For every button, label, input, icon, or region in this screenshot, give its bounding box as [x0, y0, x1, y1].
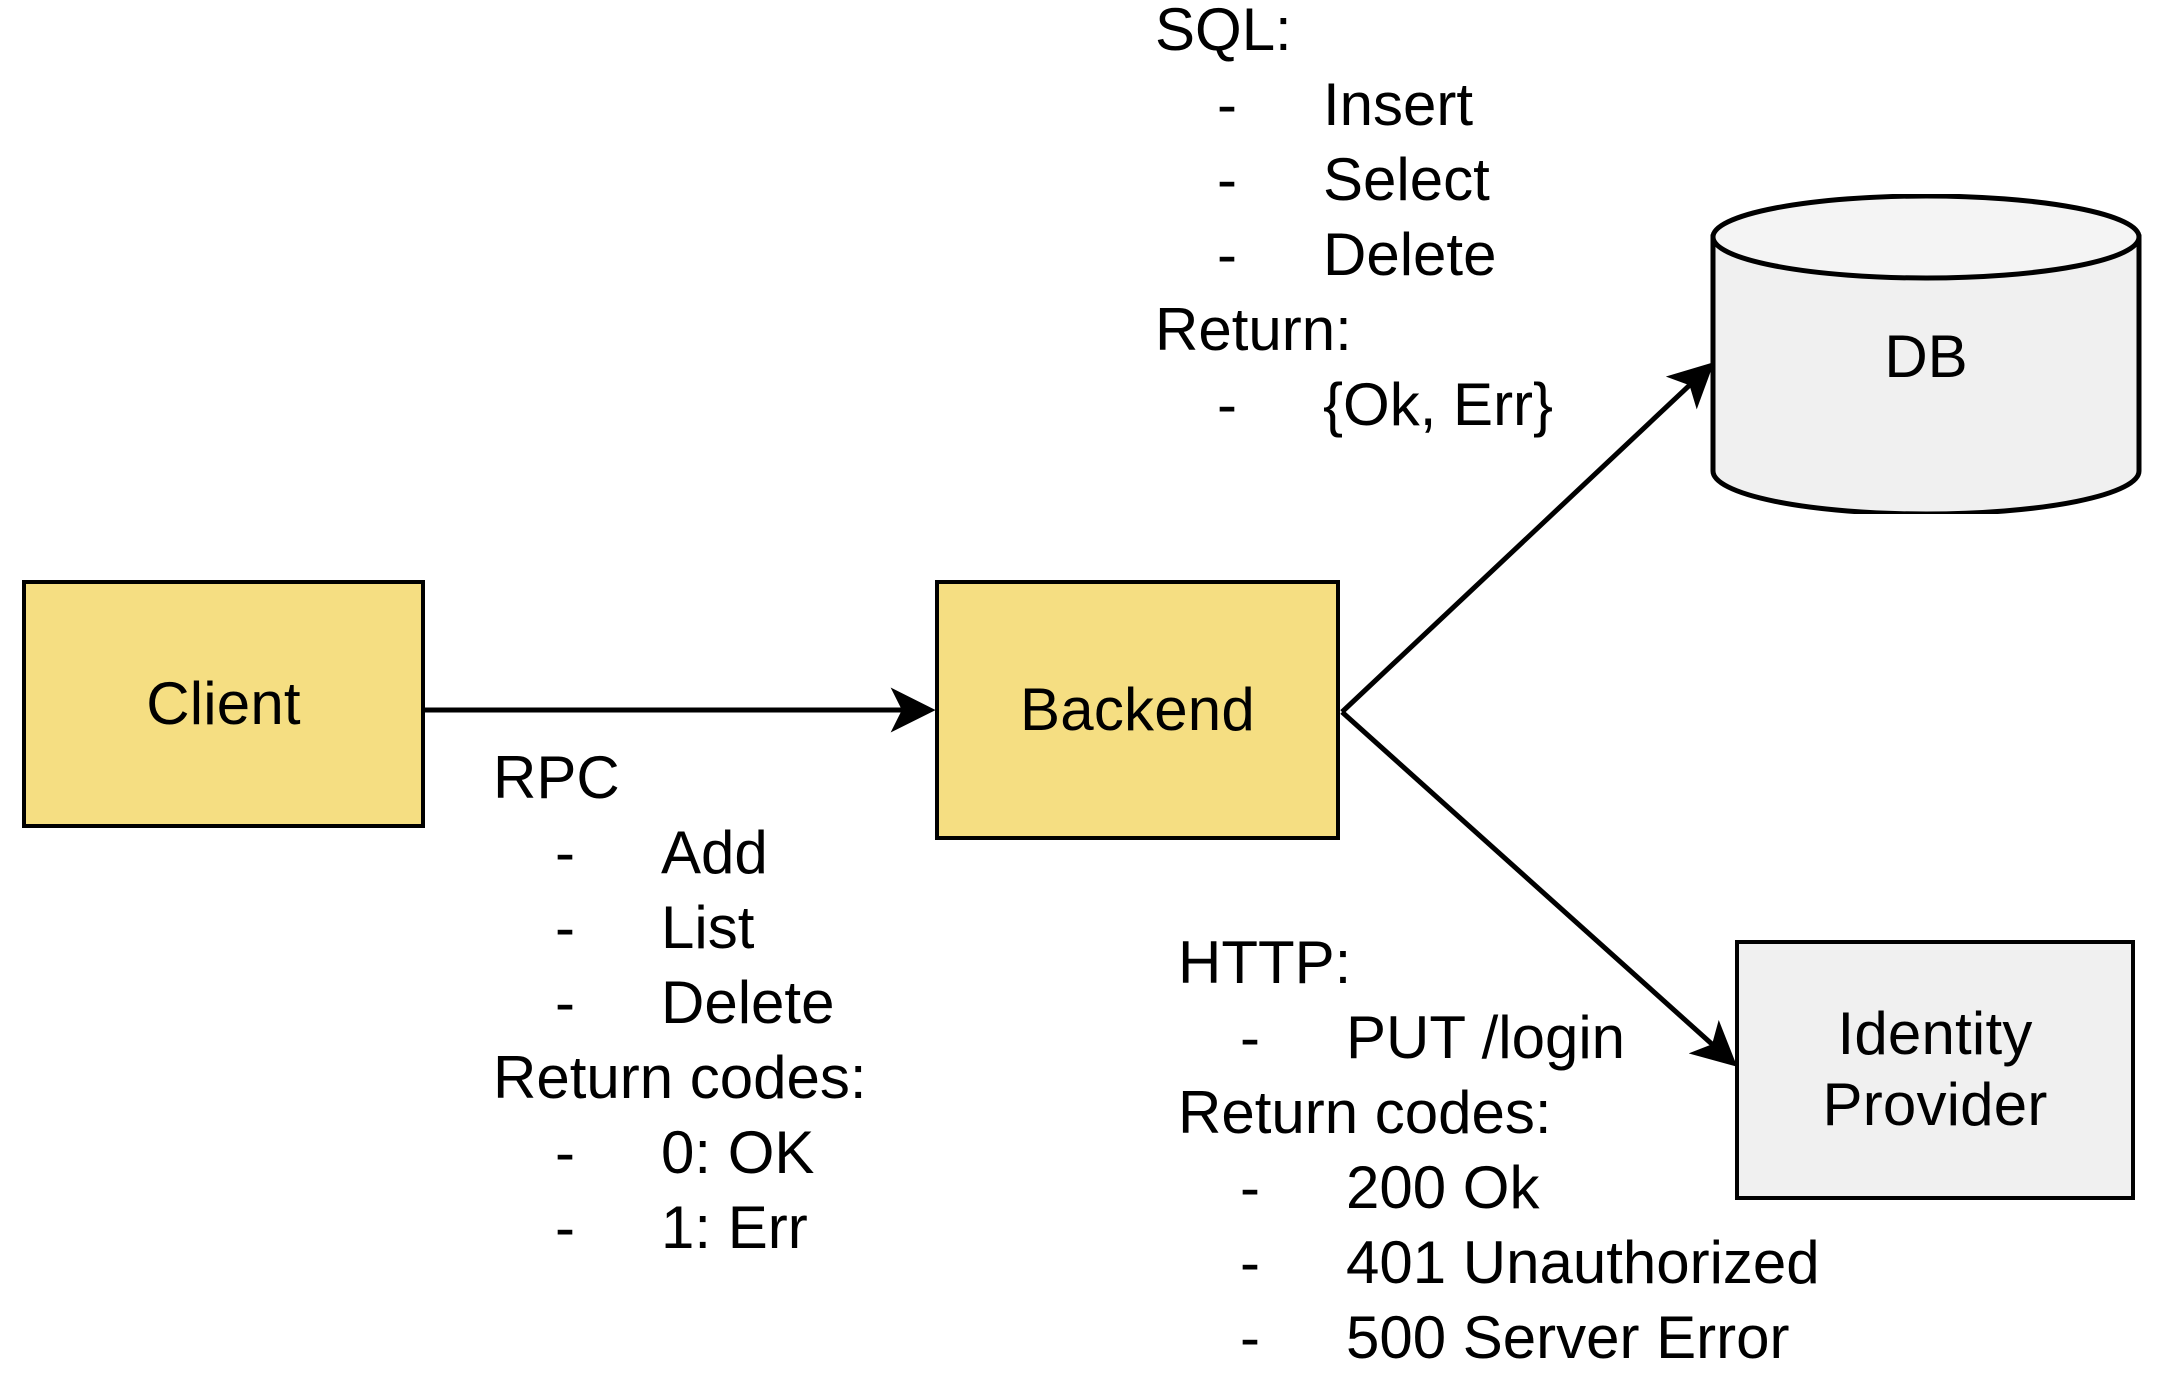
annotation-rpc-heading: RPC: [493, 744, 620, 811]
annotation-http-return-0: - 200 Ok: [1178, 1150, 1552, 1225]
annotation-http: HTTP: - PUT /login Return codes: - 200 O…: [1178, 925, 1820, 1375]
annotation-http-return-1-label: 401 Unauthorized: [1346, 1229, 1820, 1296]
annotation-rpc-return-0-label: 0: OK: [661, 1119, 815, 1186]
annotation-sql-method-1: - Select: [1155, 142, 1490, 217]
bullet-dash-icon: -: [555, 1119, 575, 1186]
annotation-rpc-method-1: - List: [493, 890, 867, 965]
node-client-label: Client: [146, 669, 301, 737]
node-identity-provider-label-line1: Identity: [1837, 1000, 2033, 1068]
node-identity-provider[interactable]: Identity Provider: [1735, 940, 2135, 1200]
bullet-dash-icon: -: [555, 969, 575, 1036]
annotation-rpc-returns-heading: Return codes:: [493, 1044, 867, 1111]
bullet-dash-icon: -: [1217, 71, 1237, 138]
annotation-http-method-0-label: PUT /login: [1346, 1004, 1626, 1071]
annotation-http-return-0-label: 200 Ok: [1346, 1154, 1540, 1221]
node-db[interactable]: DB: [1710, 194, 2142, 514]
annotation-sql-method-1-label: Select: [1323, 146, 1490, 213]
bullet-dash-icon: -: [555, 819, 575, 886]
database-cylinder-icon: [1710, 194, 2142, 514]
annotation-rpc: RPC - Add - List - Delete Return codes: …: [493, 740, 867, 1265]
annotation-sql-method-2-label: Delete: [1323, 221, 1497, 288]
annotation-sql-method-0-label: Insert: [1323, 71, 1474, 138]
annotation-sql-method-0: - Insert: [1155, 67, 1473, 142]
annotation-rpc-return-1-label: 1: Err: [661, 1194, 808, 1261]
bullet-dash-icon: -: [1240, 1229, 1260, 1296]
annotation-http-return-1: - 401 Unauthorized: [1178, 1225, 1820, 1300]
annotation-http-heading: HTTP:: [1178, 929, 1352, 996]
annotation-sql-method-2: - Delete: [1155, 217, 1496, 292]
bullet-dash-icon: -: [1217, 221, 1237, 288]
node-backend[interactable]: Backend: [935, 580, 1340, 840]
annotation-rpc-method-2: - Delete: [493, 965, 867, 1040]
node-db-label: DB: [1884, 323, 1968, 390]
annotation-sql-return-0: - {Ok, Err}: [1155, 367, 1553, 442]
bullet-dash-icon: -: [1240, 1004, 1260, 1071]
bullet-dash-icon: -: [1217, 371, 1237, 438]
annotation-rpc-return-0: - 0: OK: [493, 1115, 867, 1190]
node-client[interactable]: Client: [22, 580, 425, 828]
bullet-dash-icon: -: [1240, 1154, 1260, 1221]
bullet-dash-icon: -: [555, 1194, 575, 1261]
node-identity-provider-label-line2: Provider: [1822, 1071, 2048, 1138]
annotation-http-returns-heading: Return codes:: [1178, 1079, 1552, 1146]
node-backend-label: Backend: [1020, 675, 1255, 743]
annotation-sql-returns-heading: Return:: [1155, 296, 1352, 363]
annotation-sql-heading: SQL:: [1155, 0, 1292, 63]
annotation-rpc-method-1-label: List: [661, 894, 755, 961]
annotation-rpc-method-2-label: Delete: [661, 969, 835, 1036]
bullet-dash-icon: -: [1240, 1304, 1260, 1371]
annotation-rpc-method-0-label: Add: [661, 819, 768, 886]
bullet-dash-icon: -: [1217, 146, 1237, 213]
annotation-http-return-2-label: 500 Server Error: [1346, 1304, 1790, 1371]
annotation-rpc-return-1: - 1: Err: [493, 1190, 867, 1265]
annotation-http-return-2: - 500 Server Error: [1178, 1300, 1790, 1375]
annotation-sql: SQL: - Insert - Select - Delete Return: …: [1155, 0, 1553, 442]
annotation-http-method-0: - PUT /login: [1178, 1000, 1625, 1075]
annotation-sql-return-0-label: {Ok, Err}: [1323, 371, 1554, 438]
annotation-rpc-method-0: - Add: [493, 815, 867, 890]
bullet-dash-icon: -: [555, 894, 575, 961]
